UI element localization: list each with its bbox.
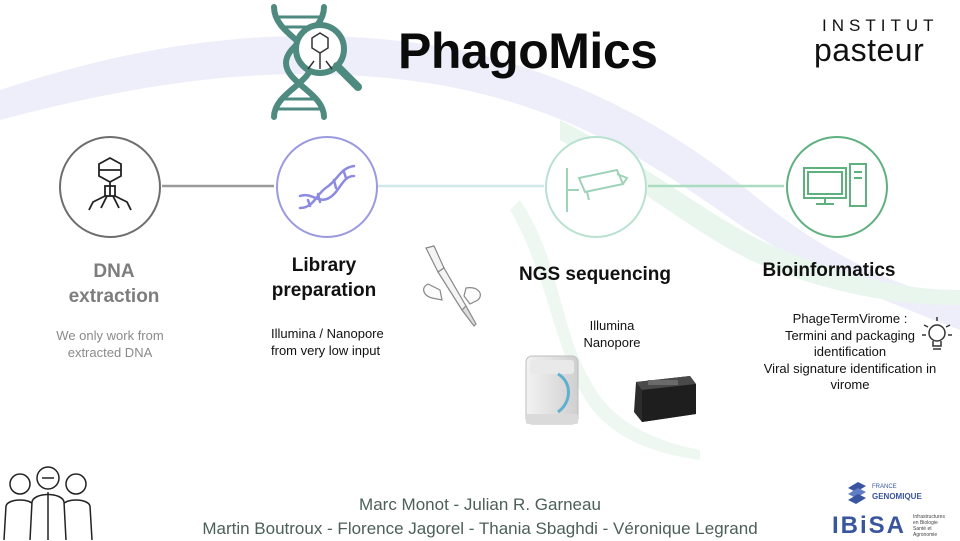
ibisa-subtitle: Infrastructures en Biologie Santé et Agr… <box>913 514 945 538</box>
computer-icon <box>803 163 867 207</box>
institut-pasteur-logo-top: INSTITUT <box>822 16 939 35</box>
sequencer-camera-icon <box>566 168 629 212</box>
nanopore-device-icon <box>634 376 696 422</box>
phage-icon <box>88 156 132 211</box>
illumina-sequencer-icon <box>525 355 579 425</box>
credits-line-1: Marc Monot - Julian R. Garneau <box>359 495 601 514</box>
france-genomique-logo-icon <box>848 482 866 504</box>
credits: Marc Monot - Julian R. Garneau Martin Bo… <box>160 493 800 541</box>
ibisa-logo: IBiSA <box>832 512 907 539</box>
stage-title-bioinformatics: Bioinformatics <box>762 260 896 281</box>
scientists-illustration-icon <box>3 466 93 540</box>
stage-circle-dna-extraction <box>59 136 161 238</box>
page-title: PhagoMics <box>398 23 658 79</box>
stage-circle-ngs-sequencing <box>545 136 647 238</box>
stage-circle-library-preparation <box>276 136 378 238</box>
lightbulb-icon <box>922 317 952 350</box>
phagomics-logo-icon <box>271 4 362 120</box>
stage-title-ngs-sequencing: NGS sequencing <box>518 264 672 285</box>
credits-line-2: Martin Boutroux - Florence Jagorel - Tha… <box>202 519 758 538</box>
stage-circle-bioinformatics <box>786 136 888 238</box>
institut-pasteur-logo-bottom: pasteur <box>814 32 925 68</box>
france-genomique-logo-text: FRANCE GENOMIQUE <box>872 484 922 501</box>
dna-helix-icon <box>298 164 356 210</box>
pipette-illustration-icon <box>423 245 481 327</box>
stage-desc-bioinformatics: PhageTermVirome : Termini and packaging … <box>763 311 937 392</box>
